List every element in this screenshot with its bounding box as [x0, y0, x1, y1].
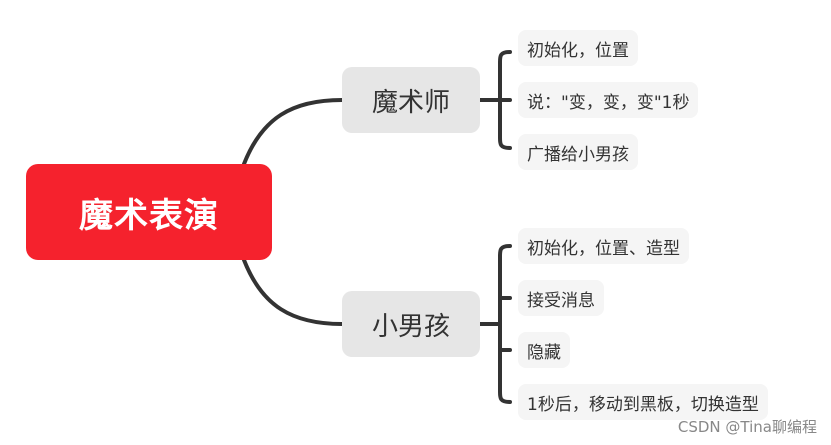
leaf-item-label: 接受消息 — [527, 290, 595, 311]
connector-root-to-magician — [242, 98, 344, 166]
bracket-boy — [478, 244, 512, 404]
leaf-item[interactable]: 广播给小男孩 — [518, 134, 638, 170]
bracket-magician — [478, 50, 512, 150]
watermark: CSDN @Tina聊编程 — [677, 418, 817, 436]
branch-node-label: 魔术师 — [371, 87, 450, 118]
leaf-item-label: 初始化，位置、造型 — [527, 238, 680, 259]
leaf-item-label: 隐藏 — [527, 342, 561, 363]
leaf-item-label: 广播给小男孩 — [527, 144, 629, 165]
leaf-item[interactable]: 接受消息 — [518, 280, 604, 316]
leaf-item[interactable]: 初始化，位置、造型 — [518, 228, 689, 264]
branch-node-magician[interactable]: 魔术师 — [342, 67, 480, 133]
leaf-item[interactable]: 隐藏 — [518, 332, 570, 368]
leaf-item[interactable]: 1秒后，移动到黑板，切换造型 — [518, 384, 768, 420]
connector-root-to-boy — [242, 258, 344, 326]
root-node-label: 魔术表演 — [79, 195, 219, 236]
branch-node-label: 小男孩 — [371, 311, 450, 342]
leaf-item-label: 初始化，位置 — [527, 40, 629, 61]
branch-node-boy[interactable]: 小男孩 — [342, 291, 480, 357]
leaf-item[interactable]: 初始化，位置 — [518, 30, 638, 66]
leaf-item[interactable]: 说："变，变，变"1秒 — [518, 82, 699, 118]
root-node-magic-show[interactable]: 魔术表演 — [26, 164, 272, 260]
leaf-item-label: 1秒后，移动到黑板，切换造型 — [527, 394, 759, 415]
leaf-item-label: 说："变，变，变"1秒 — [527, 92, 690, 113]
